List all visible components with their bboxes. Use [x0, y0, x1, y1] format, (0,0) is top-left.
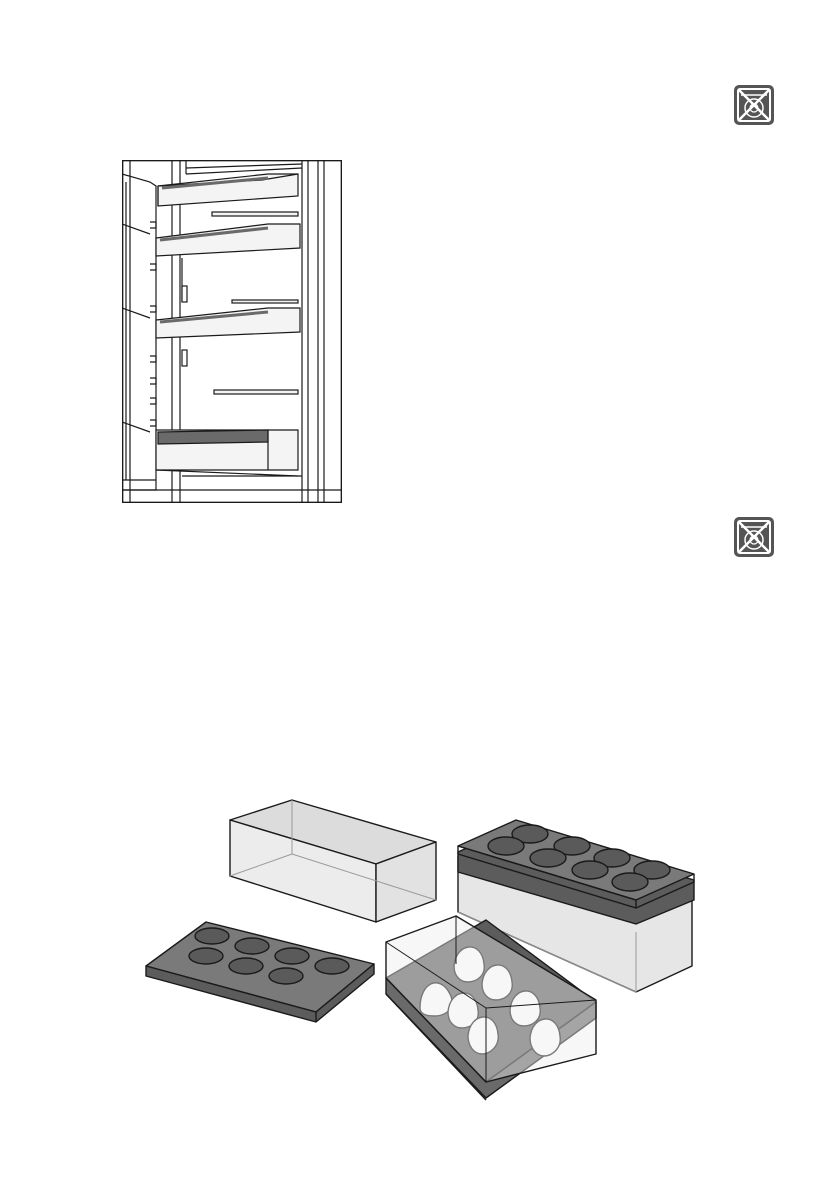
egg-tray-open	[146, 922, 374, 1022]
fridge-door-illustration	[122, 160, 342, 503]
no-dishwasher-icon	[733, 84, 775, 126]
no-dishwasher-icon	[733, 516, 775, 558]
clear-cover-empty	[230, 800, 436, 922]
egg-trays-illustration	[136, 796, 704, 1110]
